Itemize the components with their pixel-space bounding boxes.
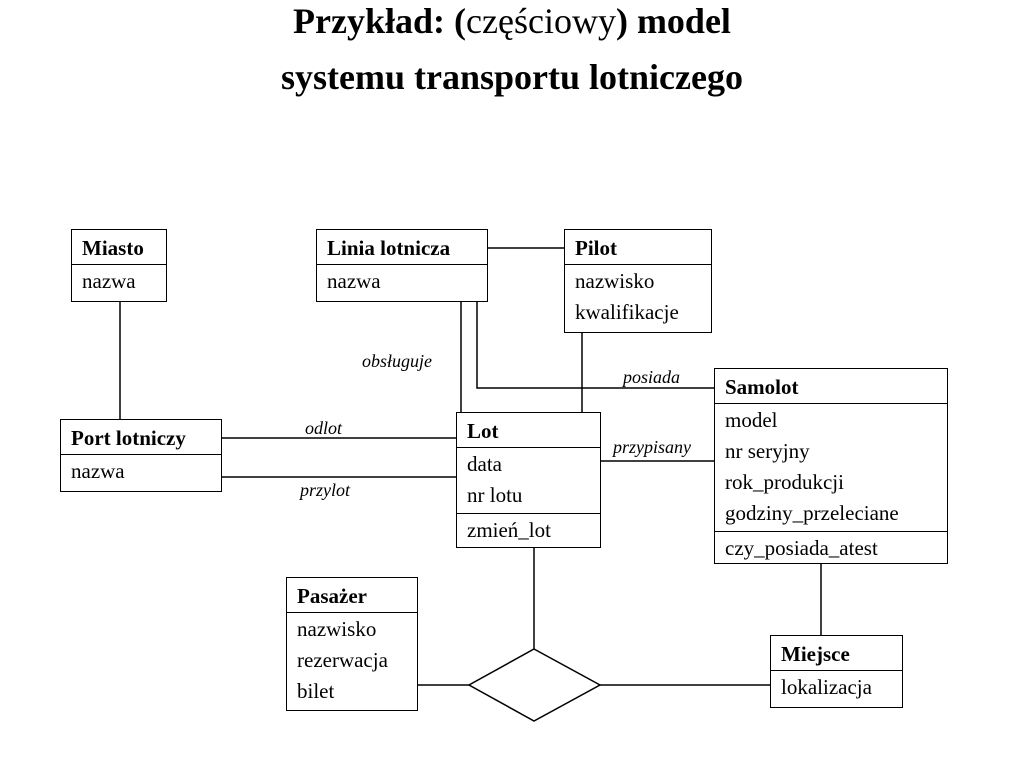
- attribute: model: [725, 408, 778, 432]
- attribute: nazwa: [327, 269, 381, 293]
- title-bold-part-2: ) model: [615, 1, 731, 41]
- attribute: rok_produkcji: [725, 470, 844, 494]
- operation: zmień_lot: [467, 518, 551, 542]
- attribute: godziny_przeleciane: [725, 501, 899, 525]
- entity-port-lotniczy: Port lotniczy nazwa: [60, 419, 222, 492]
- entity-pasazer: Pasażer nazwisko rezerwacja bilet: [286, 577, 418, 711]
- attribute: rezerwacja: [297, 648, 388, 672]
- entity-name: Pasażer: [287, 578, 417, 613]
- entity-name: Samolot: [715, 369, 947, 404]
- label-odlot: odlot: [305, 418, 343, 438]
- entity-name: Pilot: [565, 230, 711, 265]
- entity-name: Port lotniczy: [61, 420, 221, 455]
- entity-miejsce: Miejsce lokalizacja: [770, 635, 903, 708]
- attribute: nazwa: [82, 269, 136, 293]
- entity-name: Lot: [457, 413, 600, 448]
- attribute: data: [467, 452, 502, 476]
- title-line-2: systemu transportu lotniczego: [281, 57, 743, 97]
- association-diamond: [467, 648, 602, 722]
- attribute: nazwisko: [575, 269, 655, 293]
- title-normal-part: częściowy: [466, 1, 616, 41]
- attribute: kwalifikacje: [575, 300, 679, 324]
- operation: czy_posiada_atest: [725, 536, 878, 560]
- label-obsluguje: obsługuje: [362, 351, 432, 371]
- attribute: nr seryjny: [725, 439, 810, 463]
- title-bold-part: Przykład: (: [293, 1, 467, 41]
- attribute: lokalizacja: [781, 675, 872, 699]
- label-posiada: posiada: [623, 367, 681, 387]
- entity-linia-lotnicza: Linia lotnicza nazwa: [316, 229, 488, 302]
- label-przypisany: przypisany: [613, 437, 691, 457]
- entity-name: Miejsce: [771, 636, 902, 671]
- entity-pilot: Pilot nazwisko kwalifikacje: [564, 229, 712, 333]
- entity-lot: Lot data nr lotu zmień_lot: [456, 412, 601, 548]
- attribute: nr lotu: [467, 483, 523, 507]
- line-linia-samolot: [476, 302, 714, 389]
- entity-name: Miasto: [72, 230, 166, 265]
- label-przylot: przylot: [300, 480, 351, 500]
- title-line-1: Przykład: (częściowy) model: [0, 0, 1024, 42]
- entity-samolot: Samolot model nr seryjny rok_produkcji g…: [714, 368, 948, 564]
- entity-miasto: Miasto nazwa: [71, 229, 167, 302]
- attribute: bilet: [297, 679, 335, 703]
- entity-name: Linia lotnicza: [317, 230, 487, 265]
- attribute: nazwisko: [297, 617, 377, 641]
- attribute: nazwa: [71, 459, 125, 483]
